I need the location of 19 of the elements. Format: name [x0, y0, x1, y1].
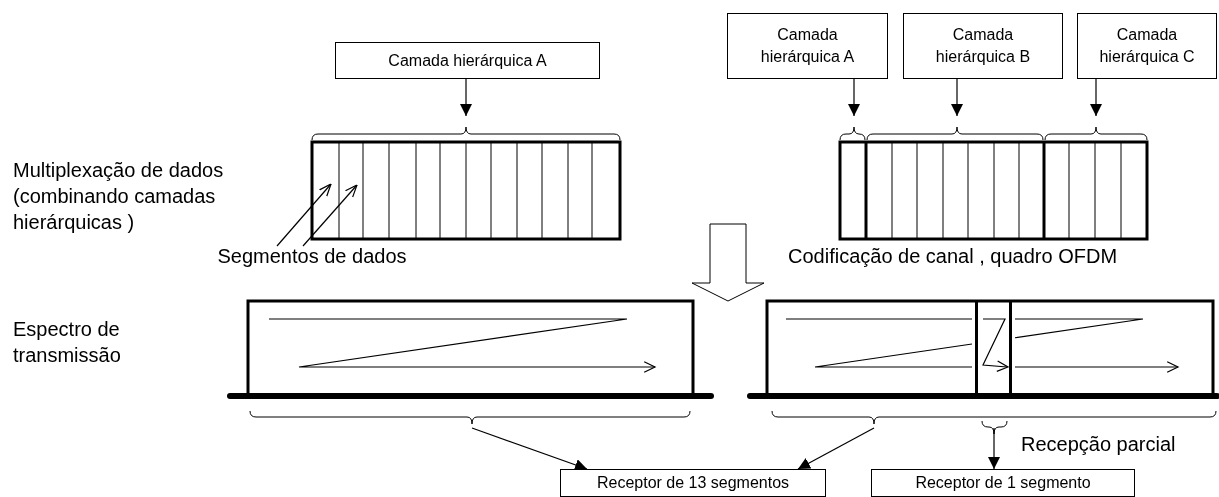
- caption-text: Espectro de transmissão: [13, 317, 122, 368]
- leader-line: [276, 183, 332, 247]
- arrow: [471, 427, 588, 471]
- label-box: Camada hierárquica A: [727, 13, 888, 79]
- caption-text: Segmentos de dados: [217, 244, 407, 269]
- arrow: [460, 78, 472, 117]
- arrow: [1090, 78, 1102, 117]
- caption-text: Codificação de canal , quadro OFDM: [788, 244, 1119, 269]
- leader-line: [302, 184, 358, 247]
- label-box: Receptor de 1 segmento: [871, 469, 1135, 497]
- arrow: [951, 78, 963, 117]
- label-box: Camada hierárquica B: [903, 13, 1063, 79]
- label-box: Receptor de 13 segmentos: [560, 469, 826, 497]
- label-box: Camada hierárquica A: [335, 42, 600, 79]
- label-box: Camada hierárquica C: [1077, 13, 1217, 79]
- caption-text: Multiplexação de dados (combinando camadas hierárquicas ): [13, 158, 225, 235]
- arrow: [988, 427, 1000, 470]
- arrow: [797, 427, 875, 470]
- arrow: [848, 78, 860, 117]
